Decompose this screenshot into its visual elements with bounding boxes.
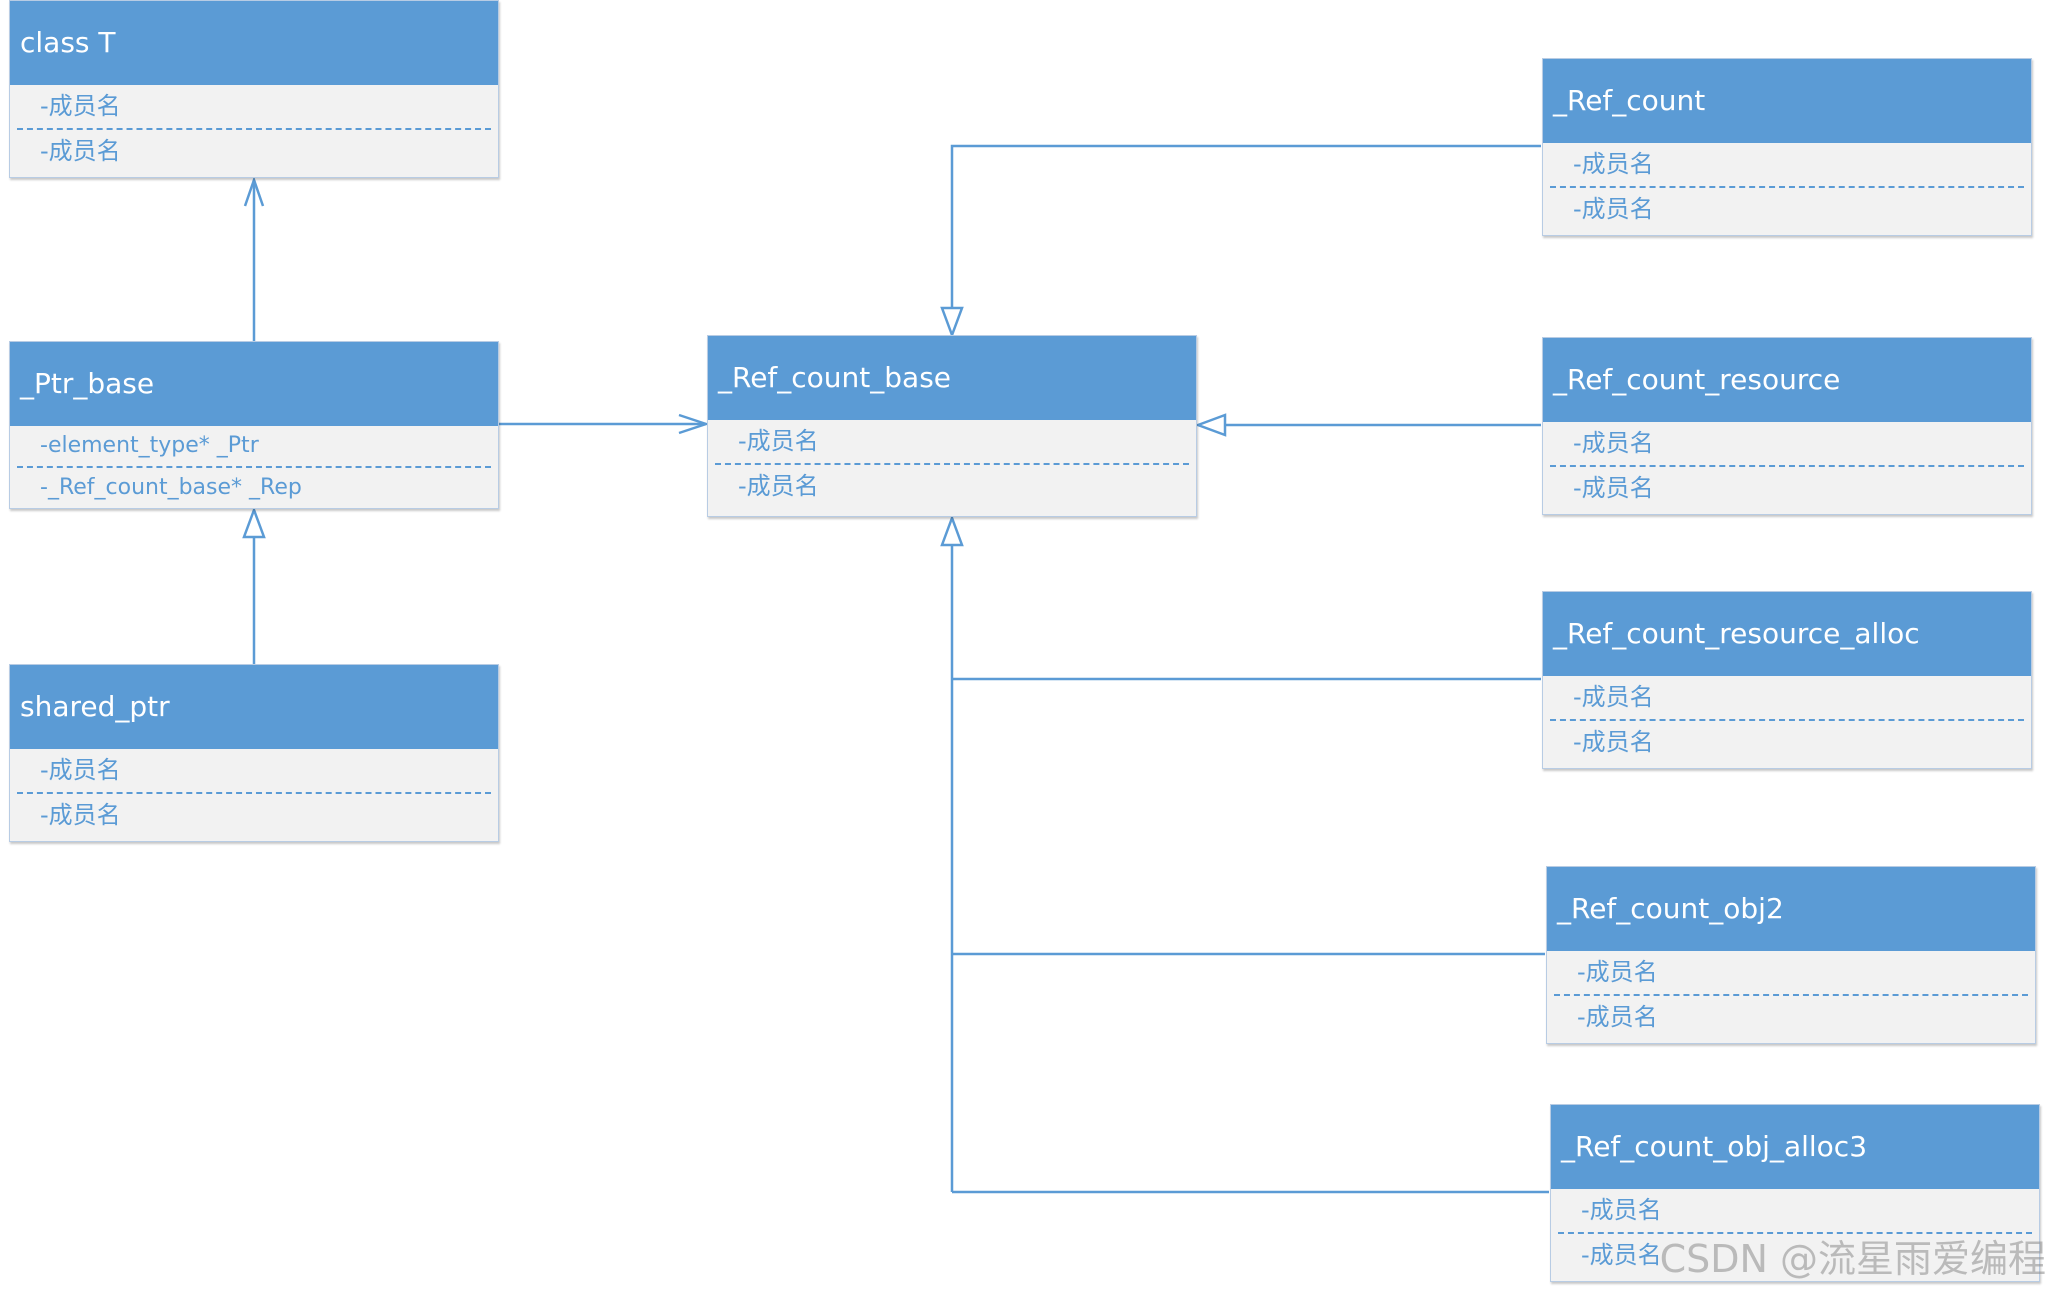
member-divider — [1550, 465, 2024, 467]
ptr-base-box[interactable]: _Ptr_base -element_type* _Ptr -_Ref_coun… — [9, 341, 499, 509]
ref-count-obj-alloc3-box[interactable]: _Ref_count_obj_alloc3 -成员名 -成员名 — [1550, 1104, 2040, 1282]
ref-count-obj2-box[interactable]: _Ref_count_obj2 -成员名 -成员名 — [1546, 866, 2036, 1044]
ref-count-to-base-line — [950, 144, 1541, 308]
class-member: -成员名 — [1573, 683, 1654, 711]
class-name: _Ref_count_resource_alloc — [1543, 592, 2031, 676]
member-divider — [715, 463, 1189, 465]
inheritance-triangle-icon — [1194, 413, 1227, 437]
class-member: -成员名 — [1581, 1196, 1662, 1224]
member-divider — [17, 466, 491, 468]
inheritance-triangle-icon — [242, 506, 266, 539]
class-member: -成员名 — [40, 137, 121, 165]
class-member: -成员名 — [1573, 728, 1654, 756]
class-name: _Ref_count — [1543, 59, 2031, 143]
class-name: _Ref_count_base — [708, 336, 1196, 420]
ref-count-resource-box[interactable]: _Ref_count_resource -成员名 -成员名 — [1542, 337, 2032, 515]
shared-ptr-box[interactable]: shared_ptr -成员名 -成员名 — [9, 664, 499, 842]
member-divider — [1554, 994, 2028, 996]
class-name: class T — [10, 1, 498, 85]
class-name: _Ref_count_obj_alloc3 — [1551, 1105, 2039, 1189]
class-member: -成员名 — [40, 801, 121, 829]
class-member: -成员名 — [738, 427, 819, 455]
inheritance-triangle-icon — [940, 514, 964, 547]
class-t-box[interactable]: class T -成员名 -成员名 — [9, 0, 499, 178]
class-member: -成员名 — [1573, 429, 1654, 457]
class-name: _Ref_count_obj2 — [1547, 867, 2035, 951]
class-member: -成员名 — [1573, 150, 1654, 178]
inheritance-triangle-icon — [940, 306, 964, 339]
class-member: -成员名 — [1577, 958, 1658, 986]
ref-count-box[interactable]: _Ref_count -成员名 -成员名 — [1542, 58, 2032, 236]
class-member: -成员名 — [1577, 1003, 1658, 1031]
class-member: -成员名 — [40, 756, 121, 784]
class-member: -成员名 — [1573, 195, 1654, 223]
ref-count-base-box[interactable]: _Ref_count_base -成员名 -成员名 — [707, 335, 1197, 517]
class-member: -成员名 — [1573, 474, 1654, 502]
member-divider — [1550, 719, 2024, 721]
class-member: -_Ref_count_base* _Rep — [40, 475, 302, 500]
class-member: -element_type* _Ptr — [40, 433, 259, 458]
class-name: _Ref_count_resource — [1543, 338, 2031, 422]
class-member: -成员名 — [40, 92, 121, 120]
member-divider — [1550, 186, 2024, 188]
member-divider — [17, 792, 491, 794]
member-divider — [17, 128, 491, 130]
open-arrowhead-icon — [678, 413, 710, 435]
open-arrowhead-icon — [243, 176, 265, 207]
ref-count-resource-alloc-box[interactable]: _Ref_count_resource_alloc -成员名 -成员名 — [1542, 591, 2032, 769]
class-member: -成员名 — [738, 472, 819, 500]
member-divider — [1558, 1232, 2032, 1234]
class-member: -成员名 — [1581, 1241, 1662, 1269]
watermark: CSDN @流星雨爱编程 — [1659, 1237, 2046, 1281]
class-name: shared_ptr — [10, 665, 498, 749]
class-name: _Ptr_base — [10, 342, 498, 426]
